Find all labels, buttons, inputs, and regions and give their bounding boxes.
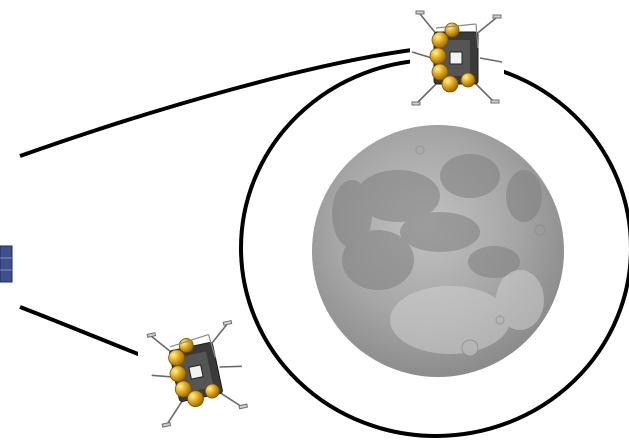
satellite-icon xyxy=(0,246,12,282)
lunar-lander-top xyxy=(410,8,504,106)
lunar-lander-bottom xyxy=(138,316,251,427)
moon-icon xyxy=(312,125,564,377)
outbound-trajectory xyxy=(20,48,428,156)
